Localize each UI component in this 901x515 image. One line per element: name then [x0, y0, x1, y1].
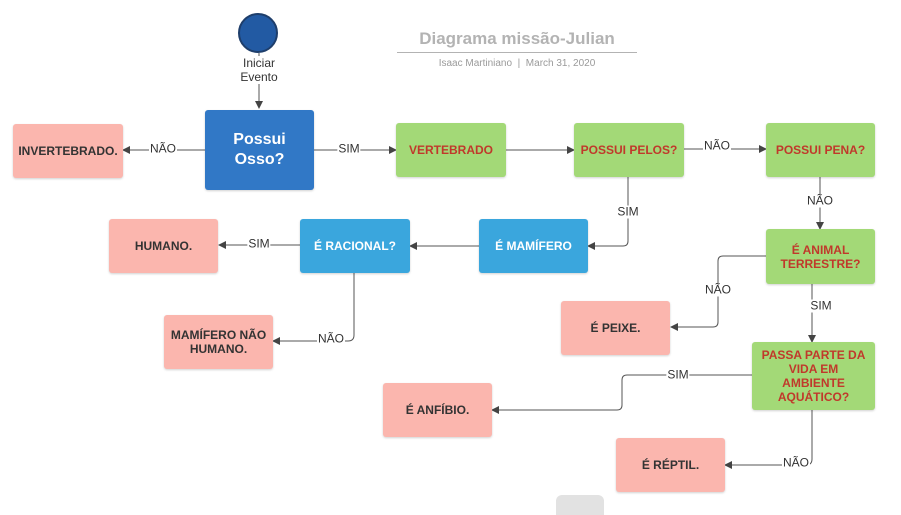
diagram-title: Diagrama missão-Julian [419, 29, 615, 48]
node-invertebrado[interactable]: INVERTEBRADO. [13, 124, 123, 178]
bottom-scroll-tab[interactable] [556, 495, 604, 515]
node-e-racional[interactable]: É RACIONAL? [300, 219, 410, 273]
node-e-animal-terrestre[interactable]: É ANIMAL TERRESTRE? [766, 229, 875, 284]
start-event-node[interactable] [238, 13, 278, 53]
node-e-peixe[interactable]: É PEIXE. [561, 301, 670, 355]
edge-label-racional-sim: SIM [247, 236, 271, 251]
node-humano[interactable]: HUMANO. [109, 219, 218, 273]
node-vertebrado[interactable]: VERTEBRADO [396, 123, 506, 177]
edge-label-pelos-nao: NÃO [702, 138, 732, 153]
edge-label-osso-nao: NÃO [148, 141, 178, 156]
subtitle-separator: | [517, 58, 521, 69]
node-e-anfibio[interactable]: É ANFÍBIO. [383, 383, 492, 437]
diagram-date: March 31, 2020 [525, 58, 596, 69]
edge-label-racional-nao: NÃO [316, 331, 346, 346]
node-e-reptil[interactable]: É RÉPTIL. [616, 438, 725, 492]
node-possui-pelos[interactable]: POSSUI PELOS? [574, 123, 684, 177]
node-passa-parte-ambiente-aquatico[interactable]: PASSA PARTE DA VIDA EM AMBIENTE AQUÁTICO… [752, 342, 875, 410]
edge-label-terrestre-sim: SIM [809, 298, 833, 313]
title-divider [397, 52, 637, 53]
edge-label-osso-sim: SIM [337, 141, 361, 156]
start-event-label: Iniciar Evento [228, 56, 290, 84]
node-possui-osso[interactable]: Possui Osso? [205, 110, 314, 190]
edge-label-passa-sim: SIM [666, 367, 690, 382]
edge-label-passa-nao: NÃO [781, 455, 811, 470]
node-e-mamifero[interactable]: É MAMÍFERO [479, 219, 588, 273]
edge-racional-to-mamifero-nao-humano [272, 273, 355, 345]
edge-label-pelos-sim: SIM [616, 204, 640, 219]
edge-passa-to-anfibio [491, 374, 752, 414]
edge-label-pena-nao: NÃO [805, 193, 835, 208]
author-name: Isaac Martiniano [438, 58, 513, 69]
diagram-subtitle: Isaac Martiniano | March 31, 2020 [397, 58, 637, 69]
node-possui-pena[interactable]: POSSUI PENA? [766, 123, 875, 177]
edge-label-terrestre-nao: NÃO [703, 282, 733, 297]
node-mamifero-nao-humano[interactable]: MAMÍFERO NÃO HUMANO. [164, 315, 273, 369]
edge-pelos-to-mamifero [587, 177, 629, 250]
